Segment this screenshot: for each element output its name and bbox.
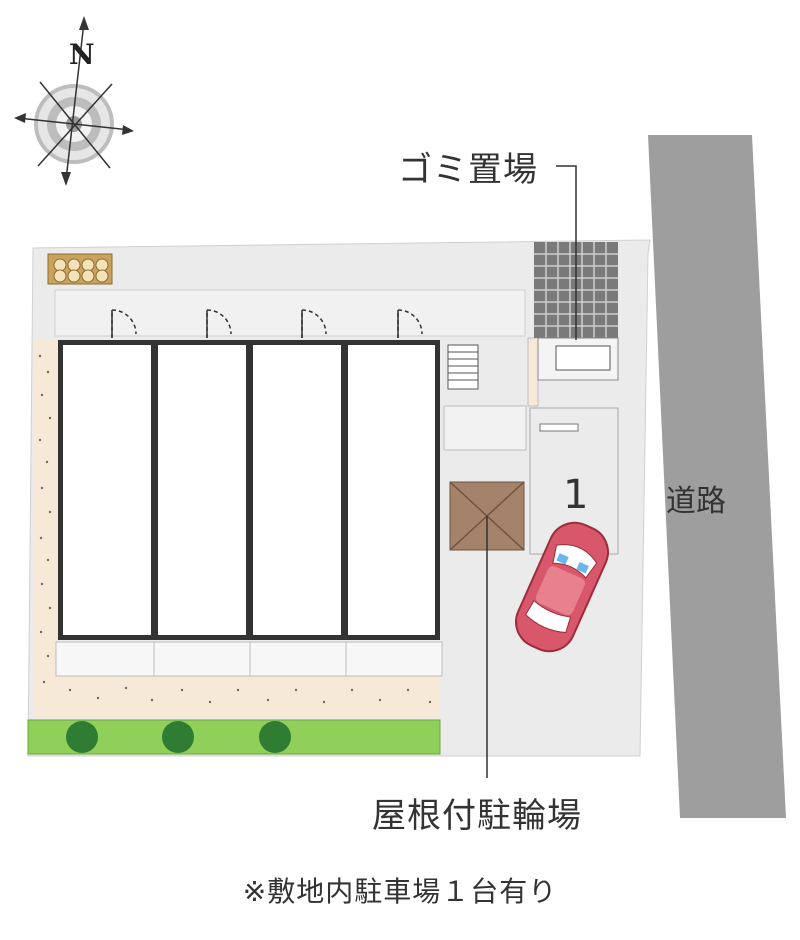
unit <box>63 345 151 635</box>
building <box>58 340 440 640</box>
gravel-strip-left <box>34 340 58 718</box>
unit <box>158 345 246 635</box>
parking-space-number: 1 <box>563 472 589 518</box>
parking-note: ※敷地内駐車場１台有り <box>242 875 558 908</box>
leader-line-garbage <box>556 165 577 340</box>
gravel-dots <box>38 354 432 704</box>
unit <box>348 345 435 635</box>
tree <box>162 721 194 753</box>
narrow-passage <box>527 337 539 407</box>
walkway-block <box>443 405 527 451</box>
unit <box>253 345 341 635</box>
staircase <box>447 344 479 390</box>
gravel-strip-bottom <box>34 676 440 718</box>
road <box>648 135 786 818</box>
compass-rose-icon <box>14 16 134 186</box>
tree <box>66 721 98 753</box>
garbage-area-label: ゴミ置場 <box>398 150 538 190</box>
tree <box>259 721 291 753</box>
walkway-outline <box>54 289 526 337</box>
balconies <box>55 641 443 677</box>
car-icon <box>515 521 609 653</box>
planter-stones <box>53 258 109 283</box>
bicycle-parking-label: 屋根付駐輪場 <box>372 796 582 836</box>
door-icons <box>111 309 423 338</box>
compass-north-label: N <box>69 38 95 71</box>
road-label: 道路 <box>666 484 726 519</box>
